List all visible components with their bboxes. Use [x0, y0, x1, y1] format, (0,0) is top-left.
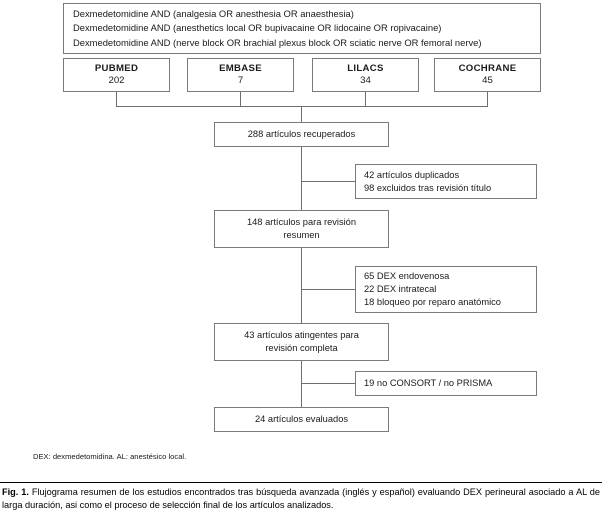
- connector-cochrane-down: [487, 92, 488, 107]
- connector-pubmed-down: [116, 92, 117, 107]
- stage-abstract-line-1: 148 artículos para revisión: [246, 217, 357, 227]
- database-name: EMBASE: [219, 63, 262, 74]
- stage-box-evaluated: 24 artículos evaluados: [214, 407, 389, 432]
- caption-divider: [0, 482, 602, 483]
- database-count: 202: [108, 75, 125, 86]
- stage-box-full-review: 43 artículos atingentes para revisión co…: [214, 323, 389, 361]
- database-name: PUBMED: [94, 63, 139, 74]
- database-box-embase: EMBASE 7: [187, 58, 294, 92]
- stage-evaluated-label: 24 artículos evaluados: [254, 414, 349, 424]
- exclusion-routes-line-2: 22 DEX intratecal: [364, 284, 437, 294]
- query-line-3: Dexmedetomidine AND (nerve block OR brac…: [73, 36, 482, 48]
- database-box-cochrane: COCHRANE 45: [434, 58, 541, 92]
- exclusion-box-routes: 65 DEX endovenosa 22 DEX intratecal 18 b…: [355, 266, 537, 313]
- search-strategy-box: Dexmedetomidine AND (analgesia OR anesth…: [63, 3, 541, 54]
- connector-bus-to-retrieved: [301, 106, 302, 123]
- exclusion-routes-line-3: 18 bloqueo por reparo anatómico: [364, 297, 501, 307]
- connector-lilacs-down: [365, 92, 366, 107]
- connector-full-to-evaluated: [301, 361, 302, 408]
- database-count: 45: [482, 75, 493, 86]
- database-count: 7: [237, 75, 244, 86]
- connector-abstract-to-full: [301, 248, 302, 324]
- query-line-1: Dexmedetomidine AND (analgesia OR anesth…: [73, 8, 354, 20]
- stage-full-line-2: revisión completa: [265, 343, 338, 353]
- exclusion-box-consort: 19 no CONSORT / no PRISMA: [355, 371, 537, 396]
- exclusion-duplicates-line-1: 42 artículos duplicados: [364, 169, 460, 180]
- database-box-pubmed: PUBMED 202: [63, 58, 170, 92]
- connector-branch-consort: [301, 383, 356, 384]
- figure-caption-label: Fig. 1.: [2, 487, 29, 497]
- stage-abstract-line-2: resumen: [283, 230, 320, 240]
- connector-embase-down: [240, 92, 241, 107]
- exclusion-duplicates-line-2: 98 excluidos tras revisión título: [364, 182, 492, 193]
- exclusion-consort-line-1: 19 no CONSORT / no PRISMA: [364, 378, 493, 388]
- exclusion-routes-line-1: 65 DEX endovenosa: [364, 271, 450, 281]
- connector-retrieved-to-abstract: [301, 147, 302, 211]
- connector-branch-routes: [301, 289, 356, 290]
- stage-full-line-1: 43 artículos atingentes para: [244, 330, 359, 340]
- stage-box-abstract-review: 148 artículos para revisión resumen: [214, 210, 389, 248]
- database-name: COCHRANE: [458, 63, 517, 74]
- database-name: LILACS: [347, 63, 384, 74]
- stage-box-retrieved: 288 artículos recuperados: [214, 122, 389, 147]
- connector-branch-duplicates: [301, 181, 356, 182]
- stage-retrieved-label: 288 artículos recuperados: [247, 129, 356, 139]
- figure-caption-text: Flujograma resumen de los estudios encon…: [2, 487, 600, 511]
- abbreviations-footnote: DEX: dexmedetomidina. AL: anestésico loc…: [33, 452, 187, 461]
- database-box-lilacs: LILACS 34: [312, 58, 419, 92]
- query-line-2: Dexmedetomidine AND (anesthetics local O…: [73, 22, 442, 34]
- connector-database-bus: [116, 106, 488, 107]
- exclusion-box-duplicates: 42 artículos duplicados 98 excluidos tra…: [355, 164, 537, 199]
- database-count: 34: [360, 75, 371, 86]
- figure-caption: Fig. 1. Flujograma resumen de los estudi…: [2, 486, 600, 512]
